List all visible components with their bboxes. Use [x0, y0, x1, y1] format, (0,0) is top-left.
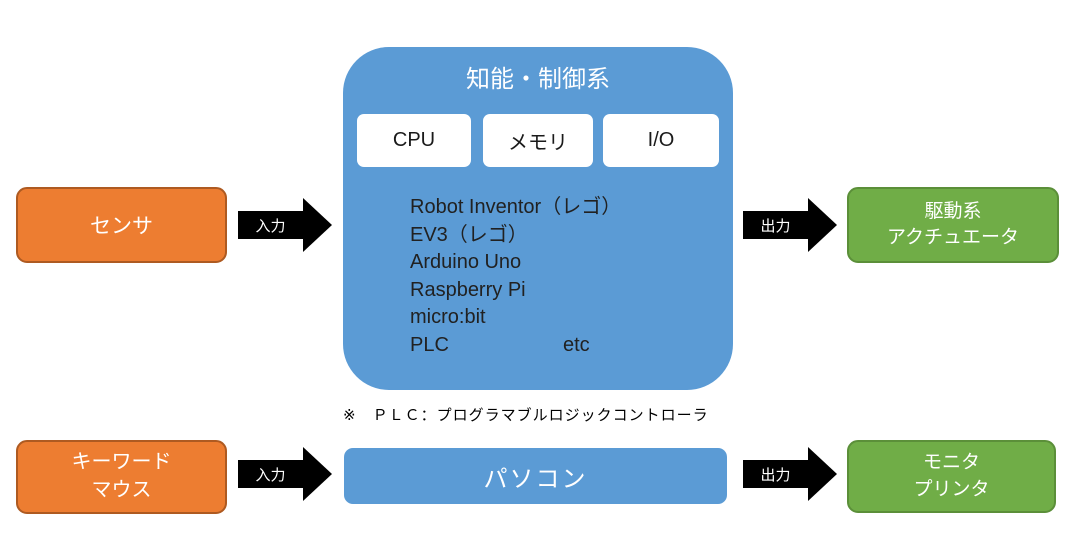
actuator-label-line2: アクチュエータ — [886, 227, 1020, 248]
arrow-head-icon — [303, 198, 332, 252]
sensor-label: センサ — [90, 215, 153, 238]
controller-title: 知能・制御系 — [466, 66, 610, 93]
monitor-printer-box: モニタ プリンタ — [847, 440, 1056, 513]
actuator-box: 駆動系 アクチュエータ — [847, 187, 1059, 263]
output-arrow-bottom: 出力 — [743, 447, 837, 501]
input-arrow-bottom-label: 入力 — [238, 460, 303, 488]
input-arrow-top: 入力 — [238, 198, 332, 252]
arrow-head-icon — [808, 198, 837, 252]
keyboard-mouse-box: キーワード マウス — [16, 440, 227, 514]
pc-label: パソコン — [483, 465, 588, 493]
output-arrow-top: 出力 — [743, 198, 837, 252]
arrow-head-icon — [303, 447, 332, 501]
monitor-label-line2: プリンタ — [913, 478, 990, 500]
memory-chip-label: メモリ — [508, 132, 568, 154]
input-arrow-top-label: 入力 — [238, 211, 303, 239]
io-chip: I/O — [603, 114, 719, 167]
device-item: Arduino Uno — [410, 251, 522, 273]
plc-footnote: ※ ＰＬＣ：プログラマブルロジックコントローラ — [343, 407, 709, 424]
output-arrow-bottom-label: 出力 — [743, 460, 808, 488]
cpu-chip: CPU — [357, 114, 471, 167]
device-item: Robot Inventor（レゴ） — [410, 196, 622, 218]
device-item: micro:bit — [410, 306, 486, 328]
cpu-chip-label: CPU — [392, 129, 436, 151]
arrow-head-icon — [808, 447, 837, 501]
io-chip-label: I/O — [647, 129, 675, 151]
keyboard-label-line1: キーワード — [71, 451, 172, 474]
keyboard-label-line2: マウス — [91, 479, 152, 501]
output-arrow-top-label: 出力 — [743, 211, 808, 239]
input-arrow-bottom: 入力 — [238, 447, 332, 501]
device-item: EV3（レゴ） — [410, 223, 528, 246]
device-item: Raspberry Pi — [410, 278, 526, 301]
device-list: Robot Inventor（レゴ） EV3（レゴ） Arduino Uno R… — [410, 194, 621, 359]
memory-chip: メモリ — [483, 114, 593, 167]
device-item-plc: PLC — [410, 333, 449, 356]
sensor-box: センサ — [16, 187, 227, 263]
device-item: PLC etc — [410, 332, 621, 360]
pc-box: パソコン — [344, 448, 727, 504]
actuator-label-line1: 駆動系 — [924, 200, 982, 222]
monitor-label-line1: モニタ — [922, 452, 980, 474]
etc-label: etc — [563, 333, 590, 356]
controller-box: 知能・制御系 CPU メモリ I/O Robot Inventor（レゴ） EV… — [343, 47, 733, 390]
